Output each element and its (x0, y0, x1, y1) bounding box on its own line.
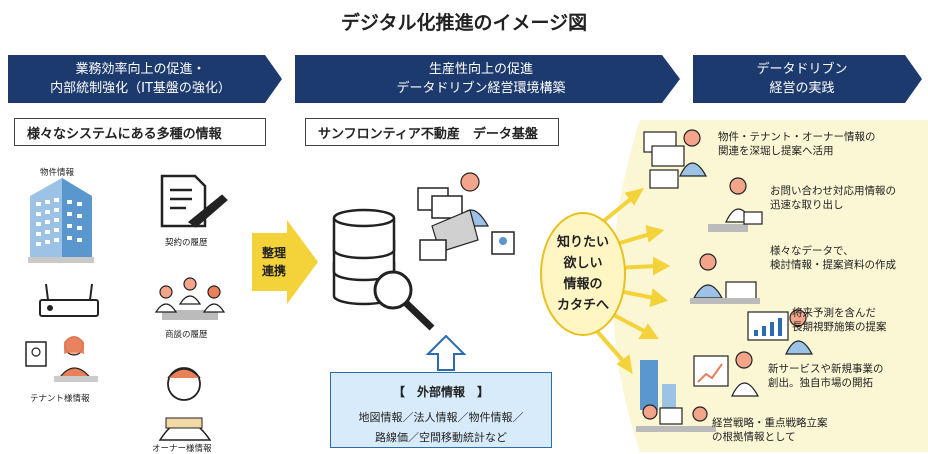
owner-info-label: オーナー様情報 (152, 442, 212, 454)
analyst-person-icon (418, 173, 514, 260)
result-item: 経営戦略・重点戦略立案 の根拠情報として (712, 416, 828, 444)
property-info-label: 物件情報 (40, 166, 74, 178)
contract-history-label: 契約の履歴 (165, 236, 208, 248)
tenant-person-icon (26, 336, 98, 382)
link-line: 連携 (256, 262, 292, 280)
result-item: 将来予測を含んだ 長期視野施策の提案 (792, 306, 887, 334)
header-line: データドリブン経営環境構築 (295, 79, 667, 98)
result-line: の根拠情報として (712, 430, 828, 444)
circle-line: 欲しい (563, 253, 602, 274)
result-line: 経営戦略・重点戦略立案 (712, 416, 828, 430)
external-info-line: 路線価／空間移動統計など (331, 428, 551, 448)
header-column-3: データドリブン 経営の実践 (693, 55, 911, 103)
result-illustration-6 (636, 405, 716, 432)
external-info-box: 【 外部情報 】 地図情報／法人情報／物件情報／ 路線価／空間移動統計など (330, 372, 552, 448)
result-line: 新サービスや新規事業の (768, 362, 884, 376)
circle-line: 知りたい (557, 232, 609, 253)
header-column-2: 生産性向上の促進 データドリブン経営環境構築 (295, 55, 667, 103)
circle-line: カタチへ (557, 295, 609, 316)
header-line: 経営の実践 (693, 79, 911, 98)
organize-line: 整理 (256, 244, 292, 262)
external-info-line: 地図情報／法人情報／物件情報／ (331, 408, 551, 428)
tenant-info-label: テナント様情報 (30, 392, 90, 404)
result-line: 創出。独自市場の開拓 (768, 376, 884, 390)
router-icon (40, 284, 98, 316)
result-line: 関連を深堀し提案へ活用 (718, 144, 876, 158)
result-item: 新サービスや新規事業の 創出。独自市場の開拓 (768, 362, 884, 390)
header-line: 内部統制強化（IT基盤の強化） (8, 79, 273, 98)
header-line: 生産性向上の促進 (295, 60, 667, 79)
building-icon (28, 178, 94, 263)
magnifier-icon (375, 272, 432, 328)
data-platform-label: サンフロンティア不動産 データ基盤 (305, 118, 559, 146)
result-item: お問い合わせ対応用情報の 迅速な取り出し (770, 184, 896, 212)
desired-info-circle: 知りたい 欲しい 情報の カタチへ (540, 212, 626, 336)
header-column-1: 業務効率向上の促進・ 内部統制強化（IT基盤の強化） (8, 55, 273, 103)
result-line: 様々なデータで、 (770, 244, 896, 258)
meeting-history-label: 商談の履歴 (165, 328, 208, 340)
circle-line: 情報の (563, 274, 602, 295)
result-line: 長期視野施策の提案 (792, 320, 887, 334)
systems-info-label: 様々なシステムにある多種の情報 (14, 118, 266, 146)
external-info-title: 【 外部情報 】 (331, 383, 551, 400)
owner-person-icon (160, 368, 210, 440)
contract-document-icon (162, 176, 226, 226)
result-line: 検討情報・提案資料の作成 (770, 258, 896, 272)
meeting-people-icon (156, 278, 224, 320)
external-info-lines: 地図情報／法人情報／物件情報／ 路線価／空間移動統計など (331, 408, 551, 448)
external-up-arrow (428, 336, 464, 370)
result-line: 物件・テナント・オーナー情報の (718, 130, 876, 144)
result-line: お問い合わせ対応用情報の (770, 184, 896, 198)
header-line: データドリブン (693, 60, 911, 79)
result-line: 将来予測を含んだ (792, 306, 887, 320)
result-item: 様々なデータで、 検討情報・提案資料の作成 (770, 244, 896, 272)
result-item: 物件・テナント・オーナー情報の 関連を深堀し提案へ活用 (718, 130, 876, 158)
organize-link-label: 整理 連携 (256, 244, 292, 280)
header-line: 業務効率向上の促進・ (8, 60, 273, 79)
result-line: 迅速な取り出し (770, 198, 896, 212)
